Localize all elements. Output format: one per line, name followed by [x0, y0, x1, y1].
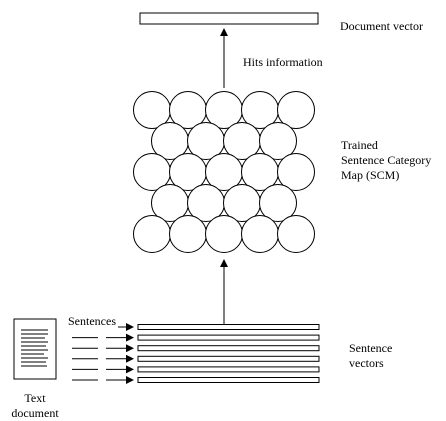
sentence-vectors-label: Sentence vectors [349, 341, 392, 371]
scm-node-circle [205, 215, 243, 253]
scm-node-circle [277, 91, 315, 129]
scm-label-line2: Sentence Category [341, 153, 432, 167]
scm-node-circle [259, 122, 297, 160]
sentence-vectors-label-line1: Sentence [349, 341, 393, 355]
sentence-vector-box [137, 377, 320, 383]
text-document-label: Text document [6, 391, 64, 421]
scm-node-circle [169, 215, 207, 253]
scm-label: Trained Sentence Category Map (SCM) [341, 138, 431, 183]
text-document-label-line1: Text [24, 391, 46, 405]
sentence-vector-box [137, 355, 320, 362]
scm-node-circle [241, 215, 279, 253]
sentences-label: Sentences [68, 314, 116, 328]
sentence-vector-box [137, 366, 320, 373]
document-vector-box [139, 12, 319, 25]
sentence-vectors-group [72, 323, 320, 384]
document-vector-label: Document vector [340, 19, 423, 33]
scm-label-line3: Map (SCM) [341, 168, 400, 182]
sentence-vector-box [137, 334, 320, 341]
sentence-vector-box [137, 345, 320, 352]
text-document-label-line2: document [11, 406, 59, 420]
scm-node-circle [277, 153, 315, 191]
scm-node-grid [133, 91, 315, 253]
sentence-vector-box [137, 324, 320, 330]
text-document-icon [13, 318, 57, 380]
sentence-vectors-label-line2: vectors [349, 356, 384, 370]
scm-node-circle [259, 184, 297, 222]
scm-node-circle [133, 215, 171, 253]
hits-information-label: Hits information [243, 55, 323, 69]
scm-label-line1: Trained [341, 138, 378, 152]
scm-node-circle [277, 215, 315, 253]
